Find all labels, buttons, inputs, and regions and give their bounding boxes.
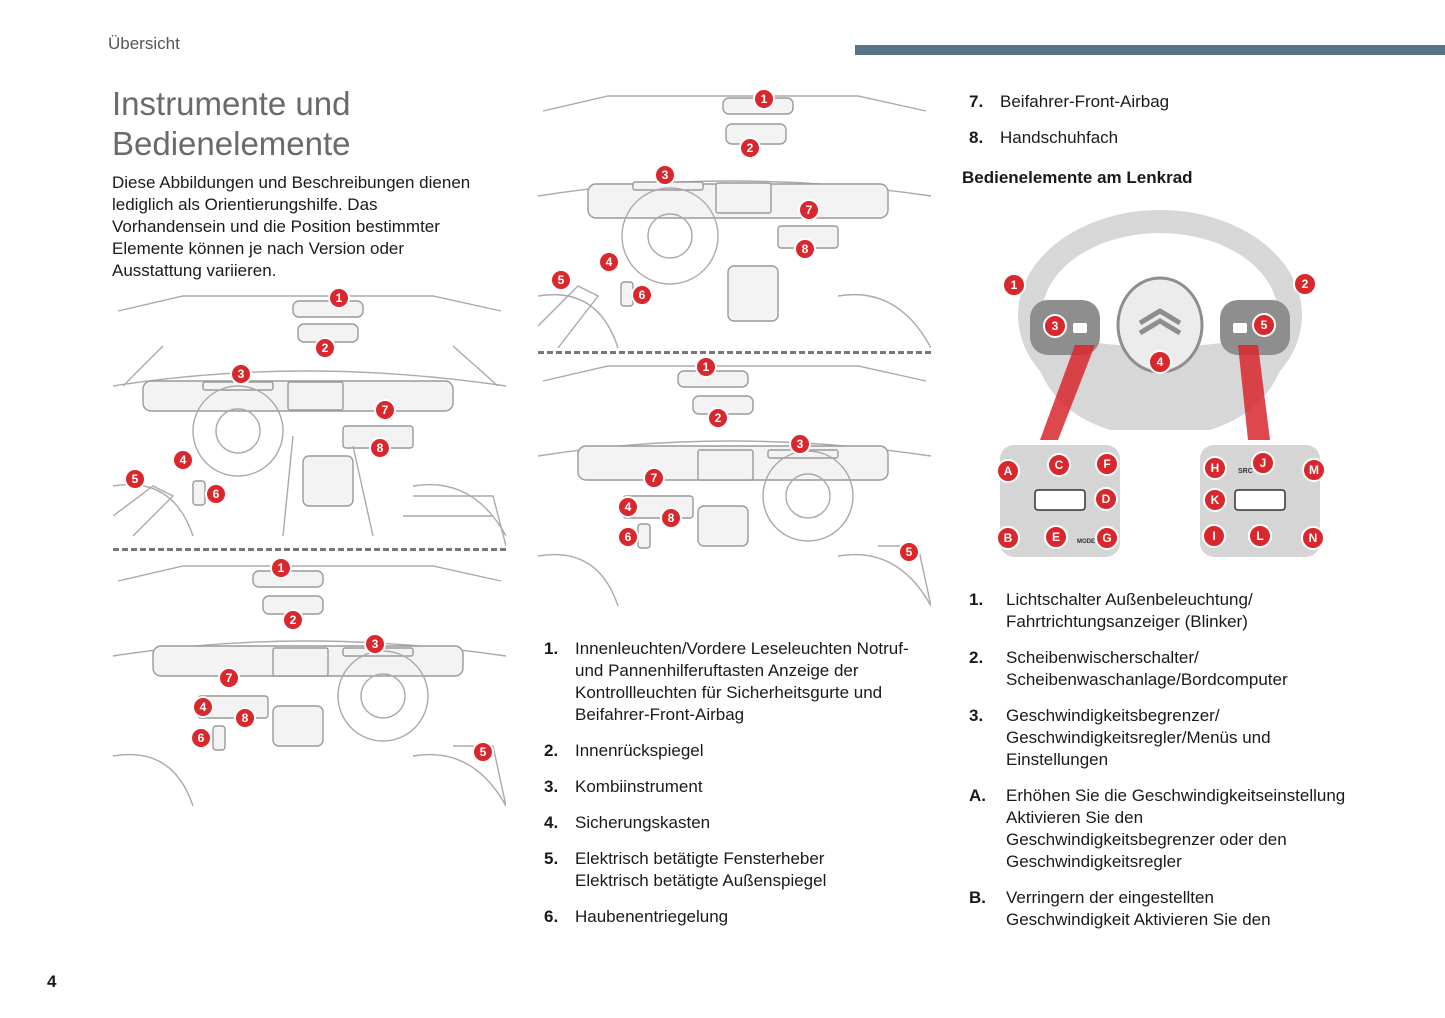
svg-text:M: M bbox=[1309, 463, 1319, 477]
callout-7: 7 bbox=[806, 203, 813, 217]
list-item: 2.Innenrückspiegel bbox=[544, 741, 704, 760]
list-item: 7.Beifahrer-Front-Airbag bbox=[969, 92, 1170, 111]
page-title: Instrumente und Bedienelemente bbox=[112, 84, 492, 164]
callout-3: 3 bbox=[372, 637, 379, 651]
svg-text:2: 2 bbox=[1302, 277, 1309, 291]
svg-text:5: 5 bbox=[1261, 318, 1268, 332]
list-item: 8.Handschuhfach bbox=[969, 128, 1119, 147]
dashboard-illustration-lhd-2: 1 2 3 4 5 6 7 8 bbox=[538, 86, 931, 348]
callout-4: 4 bbox=[625, 500, 632, 514]
page-number: 4 bbox=[47, 972, 57, 991]
callout-3: 3 bbox=[238, 367, 245, 381]
dashboard-illustration-lhd: 1 2 3 4 5 6 7 8 bbox=[113, 286, 506, 546]
callout-4: 4 bbox=[606, 255, 613, 269]
callout-5: 5 bbox=[480, 745, 487, 759]
svg-text:E: E bbox=[1052, 530, 1060, 544]
list-item: B.Verringern der eingestellten Geschwind… bbox=[969, 888, 1271, 929]
callout-5: 5 bbox=[558, 273, 565, 287]
list-item: 4.Sicherungskasten bbox=[544, 813, 711, 832]
callout-2: 2 bbox=[747, 141, 754, 155]
callout-6: 6 bbox=[625, 530, 632, 544]
list-item: 5.Elektrisch betätigte Fensterheber Elek… bbox=[544, 849, 827, 890]
mode-label: MODE bbox=[1077, 539, 1095, 545]
callout-5: 5 bbox=[132, 472, 139, 486]
callout-4: 4 bbox=[180, 453, 187, 467]
header-accent-bar bbox=[855, 45, 1445, 55]
svg-text:A: A bbox=[1004, 464, 1013, 478]
list-item: 1.Lichtschalter Außenbeleuchtung/ Fahrtr… bbox=[969, 590, 1253, 631]
callout-7: 7 bbox=[651, 471, 658, 485]
callout-7: 7 bbox=[226, 671, 233, 685]
callout-2: 2 bbox=[715, 411, 722, 425]
page-title-line2: Bedienelemente bbox=[112, 125, 351, 162]
list-item: 1.Innenleuchten/Vordere Leseleuchten Not… bbox=[544, 639, 909, 724]
callout-4: 4 bbox=[200, 700, 207, 714]
list-item: A.Erhöhen Sie die Geschwindigkeitseinste… bbox=[969, 786, 1346, 871]
svg-text:C: C bbox=[1055, 458, 1064, 472]
svg-text:J: J bbox=[1260, 456, 1267, 470]
list-item: 3.Geschwindigkeitsbegrenzer/ Geschwindig… bbox=[969, 706, 1271, 769]
steering-wheel-illustration: SRC MODE 1 2 3 4 5 A B C D E F G H I J K… bbox=[990, 205, 1335, 560]
dashboard-illustration-rhd: 1 2 3 4 5 6 7 8 bbox=[113, 556, 506, 814]
components-list-continued: 7.Beifahrer-Front-Airbag 8.Handschuhfach bbox=[969, 91, 1349, 163]
list-item: 3.Kombiinstrument bbox=[544, 777, 703, 796]
components-list: 1.Innenleuchten/Vordere Leseleuchten Not… bbox=[544, 638, 924, 942]
callout-6: 6 bbox=[639, 288, 646, 302]
divider-dashed bbox=[538, 351, 931, 354]
page-title-line1: Instrumente und bbox=[112, 85, 351, 122]
svg-text:G: G bbox=[1102, 531, 1111, 545]
svg-text:F: F bbox=[1103, 457, 1110, 471]
section-title: Übersicht bbox=[108, 34, 180, 53]
list-item: 2.Scheibenwischerschalter/ Scheibenwasch… bbox=[969, 648, 1288, 689]
callout-1: 1 bbox=[336, 291, 343, 305]
callout-6: 6 bbox=[198, 731, 205, 745]
svg-text:D: D bbox=[1102, 492, 1111, 506]
dashboard-illustration-rhd-2: 1 2 3 4 5 6 7 8 bbox=[538, 356, 931, 614]
callout-6: 6 bbox=[213, 487, 220, 501]
svg-text:I: I bbox=[1212, 529, 1215, 543]
svg-text:H: H bbox=[1211, 461, 1220, 475]
callout-3: 3 bbox=[797, 437, 804, 451]
callout-1: 1 bbox=[761, 92, 768, 106]
callout-8: 8 bbox=[242, 711, 249, 725]
callout-8: 8 bbox=[668, 511, 675, 525]
svg-text:K: K bbox=[1211, 493, 1220, 507]
callout-1: 1 bbox=[278, 561, 285, 575]
svg-text:3: 3 bbox=[1052, 319, 1059, 333]
divider-dashed bbox=[113, 548, 506, 551]
steering-controls-list: 1.Lichtschalter Außenbeleuchtung/ Fahrtr… bbox=[969, 589, 1349, 945]
callout-1: 1 bbox=[703, 360, 710, 374]
list-item: 6.Haubenentriegelung bbox=[544, 907, 729, 926]
svg-text:1: 1 bbox=[1011, 278, 1018, 292]
svg-text:4: 4 bbox=[1157, 355, 1164, 369]
svg-text:L: L bbox=[1256, 529, 1263, 543]
callout-2: 2 bbox=[322, 341, 329, 355]
callout-8: 8 bbox=[802, 242, 809, 256]
callout-8: 8 bbox=[377, 441, 384, 455]
src-label: SRC bbox=[1238, 468, 1253, 475]
intro-text: Diese Abbildungen und Beschreibungen die… bbox=[112, 173, 471, 280]
svg-text:N: N bbox=[1309, 531, 1318, 545]
steering-heading: Bedienelemente am Lenkrad bbox=[962, 168, 1193, 187]
callout-3: 3 bbox=[662, 168, 669, 182]
svg-text:B: B bbox=[1004, 531, 1013, 545]
callout-7: 7 bbox=[382, 403, 389, 417]
callout-5: 5 bbox=[906, 545, 913, 559]
callout-2: 2 bbox=[290, 613, 297, 627]
